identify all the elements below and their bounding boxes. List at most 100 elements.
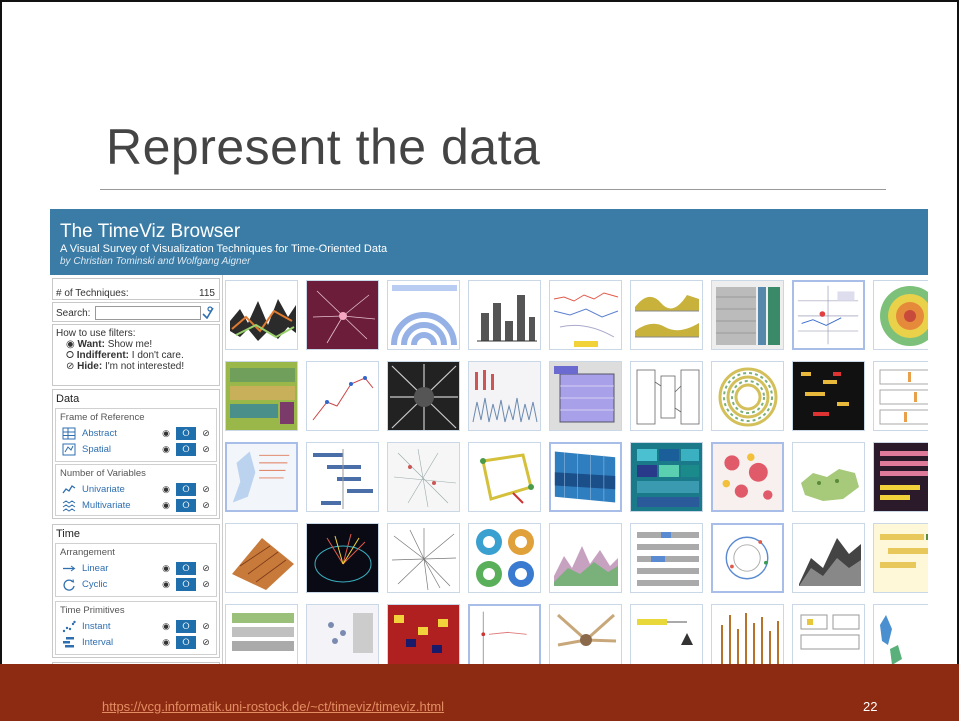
want-toggle[interactable]: ◉	[162, 637, 170, 647]
filter-cyclic[interactable]: Cyclic ◉⭘⊘	[60, 578, 214, 592]
help-indifferent-term: Indifferent:	[76, 350, 129, 361]
technique-thumbnail[interactable]	[873, 442, 928, 512]
browser-title: The TimeViz Browser	[60, 221, 241, 242]
indifferent-toggle[interactable]: ⭘	[176, 427, 196, 440]
linear-tri-toggle[interactable]: ◉ ⭘ ⊘	[156, 562, 216, 575]
interval-tri-toggle[interactable]: ◉ ⭘ ⊘	[156, 636, 216, 649]
technique-thumbnail[interactable]	[387, 442, 460, 512]
filter-interval[interactable]: Interval ◉⭘⊘	[60, 636, 214, 650]
filter-instant[interactable]: Instant ◉⭘⊘	[60, 620, 214, 634]
technique-thumbnail[interactable]	[387, 280, 460, 350]
technique-thumbnail[interactable]	[792, 442, 865, 512]
technique-thumbnail[interactable]	[711, 604, 784, 664]
technique-thumbnail[interactable]	[549, 361, 622, 431]
indifferent-toggle[interactable]: ⭘	[176, 499, 196, 512]
want-toggle[interactable]: ◉	[162, 579, 170, 589]
hide-toggle[interactable]: ⊘	[202, 637, 210, 647]
technique-thumbnail[interactable]	[306, 442, 379, 512]
technique-thumbnail[interactable]	[387, 604, 460, 664]
technique-thumbnail[interactable]	[387, 361, 460, 431]
abstract-tri-toggle[interactable]: ◉ ⭘ ⊘	[156, 427, 216, 440]
filter-spatial[interactable]: Spatial ◉⭘⊘	[60, 443, 214, 457]
technique-thumbnail[interactable]	[468, 280, 541, 350]
hide-toggle[interactable]: ⊘	[202, 484, 210, 494]
hide-toggle[interactable]: ⊘	[202, 621, 210, 631]
clear-search-icon[interactable]	[201, 305, 215, 319]
technique-thumbnail[interactable]	[630, 442, 703, 512]
instant-tri-toggle[interactable]: ◉ ⭘ ⊘	[156, 620, 216, 633]
want-toggle[interactable]: ◉	[162, 500, 170, 510]
univariate-tri-toggle[interactable]: ◉ ⭘ ⊘	[156, 483, 216, 496]
technique-thumbnail[interactable]	[873, 361, 928, 431]
technique-thumbnail[interactable]	[225, 361, 298, 431]
technique-thumbnail[interactable]	[468, 604, 541, 664]
timeviz-link[interactable]: https://vcg.informatik.uni-rostock.de/~c…	[102, 699, 445, 714]
technique-thumbnail[interactable]	[225, 523, 298, 593]
filter-linear-label: Linear	[82, 563, 109, 574]
technique-thumbnail[interactable]	[630, 280, 703, 350]
hide-toggle[interactable]: ⊘	[202, 563, 210, 573]
search-input[interactable]	[95, 306, 201, 320]
technique-thumbnail[interactable]	[711, 280, 784, 350]
indifferent-toggle[interactable]: ⭘	[176, 620, 196, 633]
filter-multivariate[interactable]: Multivariate ◉⭘⊘	[60, 499, 214, 513]
technique-thumbnail[interactable]	[225, 604, 298, 664]
technique-thumbnail[interactable]	[630, 604, 703, 664]
technique-thumbnail[interactable]	[873, 280, 928, 350]
technique-thumbnail[interactable]	[711, 442, 784, 512]
technique-thumbnail[interactable]	[792, 523, 865, 593]
interval-bars-icon	[63, 637, 74, 648]
technique-thumbnail[interactable]	[873, 604, 928, 664]
filter-univariate[interactable]: Univariate ◉⭘⊘	[60, 483, 214, 497]
technique-thumbnail[interactable]	[792, 604, 865, 664]
technique-count-value: 115	[199, 288, 215, 299]
spatial-tri-toggle[interactable]: ◉ ⭘ ⊘	[156, 443, 216, 456]
hide-toggle[interactable]: ⊘	[202, 444, 210, 454]
slide-footer-bar	[0, 664, 959, 721]
technique-thumbnail[interactable]	[549, 280, 622, 350]
technique-thumbnail[interactable]	[630, 361, 703, 431]
indifferent-toggle[interactable]: ⭘	[176, 562, 196, 575]
technique-thumbnail[interactable]	[792, 361, 865, 431]
want-toggle[interactable]: ◉	[162, 428, 170, 438]
want-toggle[interactable]: ◉	[162, 563, 170, 573]
technique-thumbnail[interactable]	[468, 361, 541, 431]
technique-thumbnail[interactable]	[630, 523, 703, 593]
author-link-2[interactable]: Wolfgang Aigner	[176, 256, 251, 267]
technique-thumbnail[interactable]	[306, 604, 379, 664]
time-primitives-box: Time Primitives Instant ◉⭘⊘ Interval ◉⭘⊘	[55, 601, 217, 655]
hide-toggle[interactable]: ⊘	[202, 428, 210, 438]
want-toggle[interactable]: ◉	[162, 621, 170, 631]
indifferent-toggle[interactable]: ⭘	[176, 578, 196, 591]
help-hide-term: Hide:	[77, 361, 103, 372]
hide-toggle[interactable]: ⊘	[202, 500, 210, 510]
indifferent-toggle[interactable]: ⭘	[176, 636, 196, 649]
technique-thumbnail[interactable]	[225, 280, 298, 350]
want-toggle[interactable]: ◉	[162, 484, 170, 494]
technique-thumbnail[interactable]	[711, 361, 784, 431]
technique-thumbnail[interactable]	[387, 523, 460, 593]
technique-thumbnail[interactable]	[549, 523, 622, 593]
technique-thumbnail[interactable]	[549, 604, 622, 664]
technique-thumbnail[interactable]	[468, 523, 541, 593]
cyclic-tri-toggle[interactable]: ◉ ⭘ ⊘	[156, 578, 216, 591]
technique-thumbnail[interactable]	[873, 523, 928, 593]
filter-linear[interactable]: Linear ◉ ⭘ ⊘	[60, 562, 214, 576]
multivariate-tri-toggle[interactable]: ◉ ⭘ ⊘	[156, 499, 216, 512]
indifferent-toggle[interactable]: ⭘	[176, 443, 196, 456]
technique-thumbnail[interactable]	[225, 442, 298, 512]
technique-thumbnail[interactable]	[468, 442, 541, 512]
technique-thumbnail[interactable]	[306, 280, 379, 350]
filter-abstract[interactable]: Abstract ◉⭘⊘	[60, 427, 214, 441]
technique-thumbnail[interactable]	[549, 442, 622, 512]
cyclic-arrow-icon	[63, 579, 75, 591]
author-link-1[interactable]: Christian Tominski	[73, 256, 155, 267]
technique-thumbnail[interactable]	[711, 523, 784, 593]
technique-thumbnail[interactable]	[306, 523, 379, 593]
technique-thumbnail[interactable]	[792, 280, 865, 350]
hide-toggle[interactable]: ⊘	[202, 579, 210, 589]
want-toggle[interactable]: ◉	[162, 444, 170, 454]
indifferent-toggle[interactable]: ⭘	[176, 483, 196, 496]
technique-count-row: # of Techniques: 115	[52, 278, 220, 300]
technique-thumbnail[interactable]	[306, 361, 379, 431]
